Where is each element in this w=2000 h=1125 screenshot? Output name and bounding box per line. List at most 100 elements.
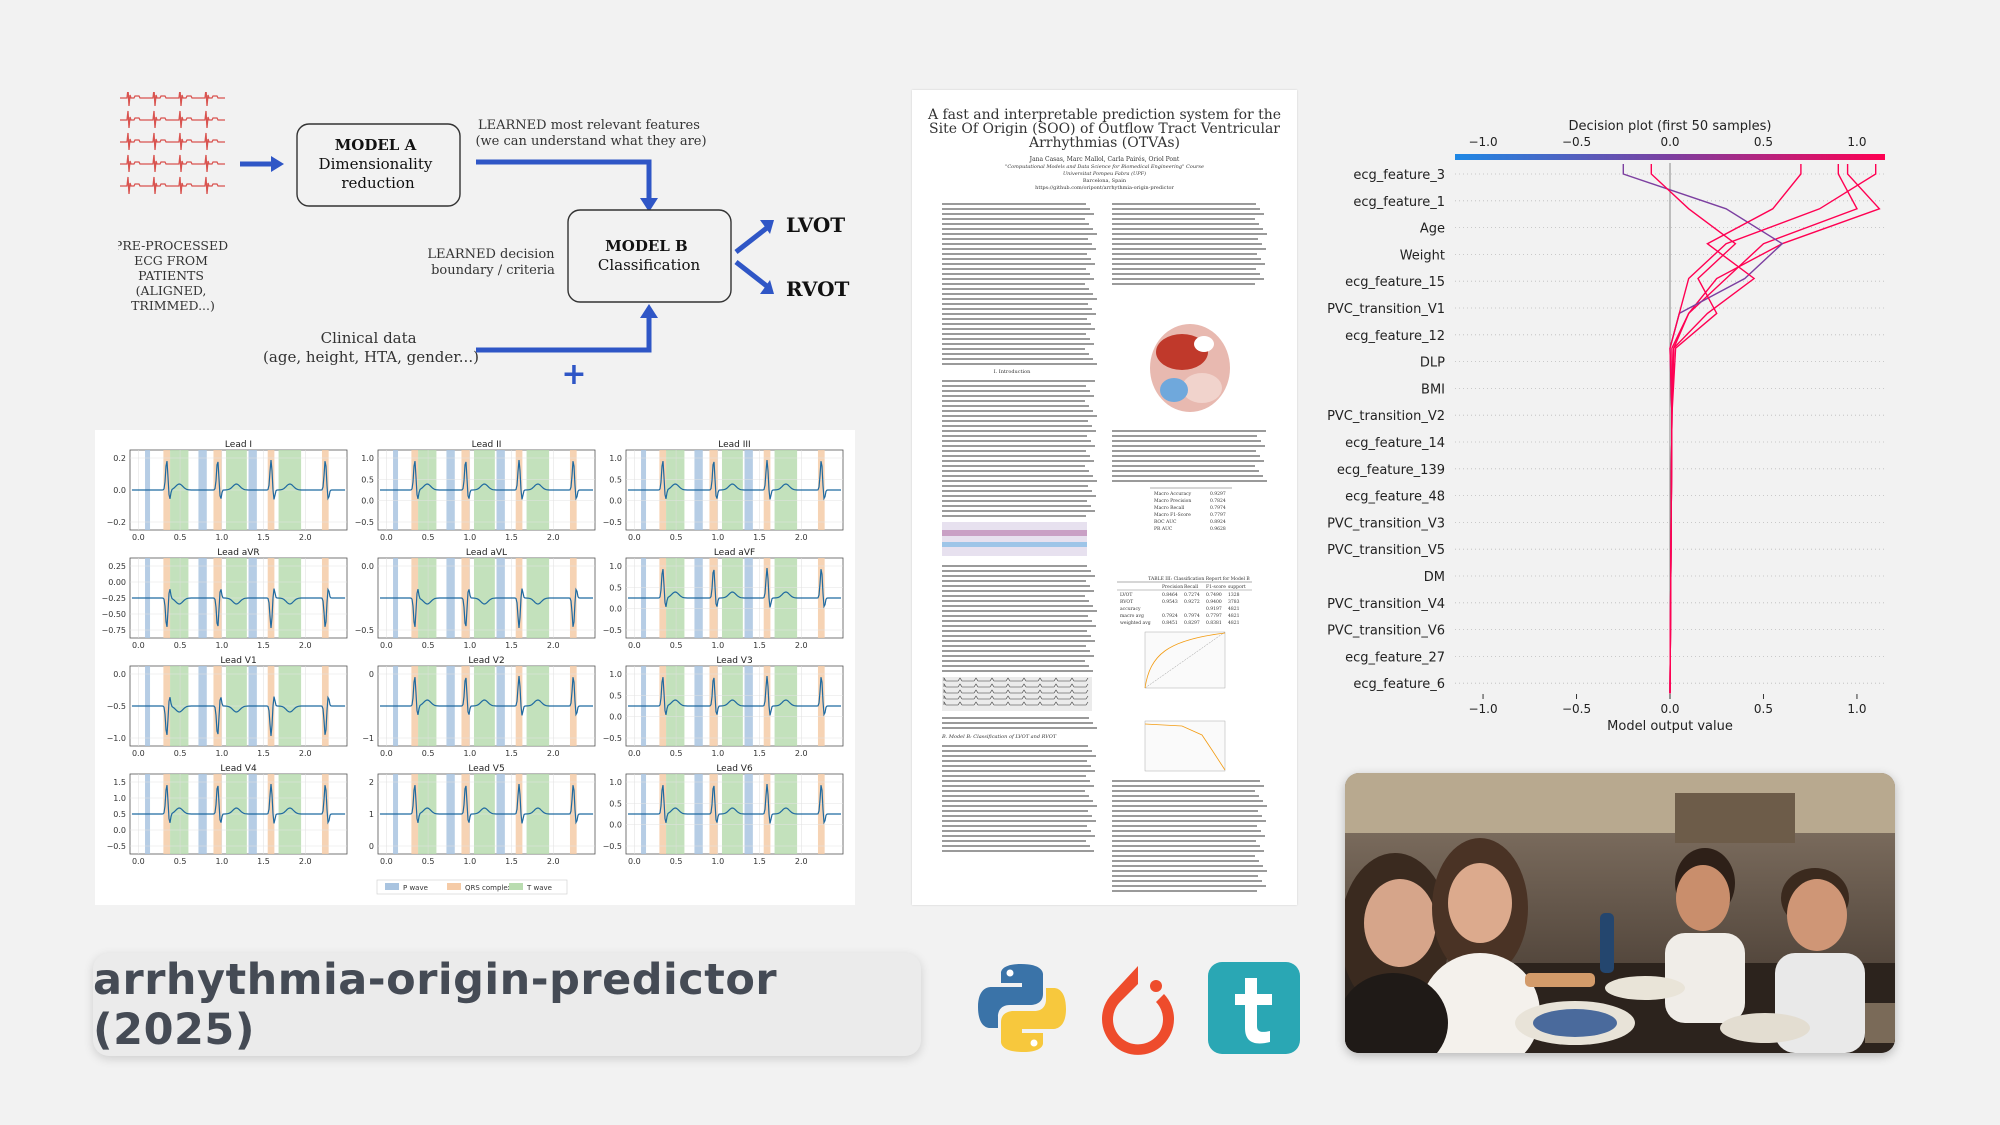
paper-course: "Computational Models and Data Science f… (1005, 164, 1204, 170)
shap-feature-label: ecg_feature_15 (1345, 275, 1445, 290)
ecg-ytick-label: 0.0 (361, 497, 374, 506)
paper-preview: A fast and interpretable prediction syst… (912, 90, 1297, 905)
paper-url: https://github.com/oripont/arrhythmia-or… (1035, 185, 1174, 191)
classification-table-cell: accuracy (1120, 607, 1141, 612)
ecg-ytick-label: 1.0 (113, 794, 126, 803)
svg-text:LVOT RVOT: LVOT RVOT (786, 213, 852, 301)
paper-city: Barcelona, Spain (1082, 178, 1127, 184)
ecg-xtick-label: 0.5 (174, 641, 187, 650)
ecg-xtick-label: 1.0 (215, 641, 228, 650)
shap-bottom-tick-label: −0.5 (1562, 702, 1591, 716)
shap-feature-label: PVC_transition_V2 (1327, 409, 1445, 424)
shap-feature-label: ecg_feature_6 (1353, 677, 1445, 692)
ecg-xtick-label: 2.0 (547, 857, 560, 866)
ecg-ytick-label: −1.0 (107, 734, 126, 743)
ecg-lead-title: Lead aVF (714, 548, 755, 558)
paper-intro-heading: I. Introduction (994, 369, 1032, 375)
classification-table-cell: RVOT (1120, 599, 1133, 605)
ecg-signal-line (380, 784, 593, 825)
ecg-legend: P wave QRS complex T wave (376, 879, 568, 895)
pipeline-diagram-svg: PRE-PROCESSED ECG FROM PATIENTS (ALIGNED… (114, 88, 852, 392)
ecg-xtick-label: 0.0 (628, 857, 641, 866)
classification-table-cell: LVOT (1120, 592, 1132, 598)
pipeline-diagram: PRE-PROCESSED ECG FROM PATIENTS (ALIGNED… (114, 88, 863, 397)
pca-heatmap-figure (942, 522, 1087, 556)
ecg-ytick-label: 0.0 (609, 497, 622, 506)
ecg-xtick-label: 0.0 (628, 641, 641, 650)
ecg-strip-figure (942, 677, 1092, 711)
ecg-ytick-label: 0.0 (113, 826, 126, 835)
ecg-trace-line (120, 176, 225, 195)
classification-table-cell: 4821 (1228, 613, 1240, 619)
paper-authors: Jana Casas, Marc Mallol, Carla Pairés, O… (1029, 156, 1180, 163)
paper-university: Universitat Pompeu Fabra (UPF) (1062, 171, 1147, 177)
ecg-ytick-label: 0.5 (113, 810, 126, 819)
classification-table-cell: 0.7490 (1206, 592, 1222, 598)
shap-decision-line (1669, 164, 1858, 694)
ecg-xtick-label: 0.0 (380, 533, 393, 542)
ecg-xtick-label: 1.5 (257, 749, 270, 758)
classification-table-cell: 1328 (1228, 592, 1240, 598)
metrics-value: 0.7974 (1210, 505, 1226, 511)
ecg-signal-line (628, 568, 841, 609)
ecg-ytick-label: 0.0 (113, 486, 126, 495)
python-logo-icon (978, 964, 1066, 1052)
ecg-xtick-label: 0.5 (670, 533, 683, 542)
ecg-ytick-label: −0.5 (107, 702, 126, 711)
ecg-ytick-label: 1.0 (609, 454, 622, 463)
ecg-lead-title: Lead V5 (468, 764, 504, 774)
classification-table-cell: 0.9272 (1184, 599, 1200, 605)
ecg-xtick-label: 1.5 (753, 857, 766, 866)
project-title: arrhythmia-origin-predictor (2025) (93, 954, 778, 1055)
ecg-xtick-label: 0.5 (422, 533, 435, 542)
ecg-xtick-label: 2.0 (795, 641, 808, 650)
ecg-ytick-label: 0.5 (609, 475, 622, 484)
paper-title-line-1: A fast and interpretable prediction syst… (927, 107, 1282, 123)
ecg-ytick-label: −0.2 (107, 518, 126, 527)
ecg-signal-line (628, 676, 841, 717)
ecg-ytick-label: −0.5 (355, 626, 374, 635)
ecg-trace-line (120, 154, 225, 173)
shap-feature-label: ecg_feature_1 (1353, 195, 1445, 210)
ecg-lead-title: Lead V1 (220, 656, 256, 666)
metrics-value: 0.9297 (1210, 491, 1226, 497)
ecg-lead-title: Lead aVL (466, 548, 507, 558)
shap-bottom-tick-label: 0.5 (1754, 702, 1773, 716)
ecg-xtick-label: 2.0 (299, 641, 312, 650)
classification-table-cell: macro avg (1120, 614, 1144, 619)
ecg-signal-line (380, 460, 593, 501)
svg-text:MODEL B Classification: MODEL B Classification (598, 236, 701, 274)
ecg-signal-line (132, 460, 345, 501)
shap-feature-label: Weight (1400, 248, 1445, 263)
ecg-ytick-label: 0.0 (609, 821, 622, 830)
classification-table-cell: 0.7974 (1184, 613, 1200, 619)
ecg-ytick-label: 0.5 (609, 799, 622, 808)
ecg-xtick-label: 1.5 (257, 857, 270, 866)
ecg-ytick-label: −0.5 (603, 734, 622, 743)
arrow-clinical-to-model-b (476, 304, 658, 353)
shap-bottom-tick-label: 1.0 (1847, 702, 1866, 716)
ecg-legend-label: P wave (403, 884, 428, 892)
ecg-xtick-label: 0.0 (380, 641, 393, 650)
arrow-ecg-to-model-a (240, 156, 284, 172)
ecg-xtick-label: 0.0 (628, 749, 641, 758)
shap-top-tick-label: −0.5 (1562, 135, 1591, 149)
ecg-legend-label: T wave (526, 884, 552, 892)
classification-table-cell: 0.9400 (1206, 599, 1222, 605)
metrics-name: ROC AUC (1154, 519, 1177, 525)
clinical-line-1: Clinical data (321, 329, 417, 347)
metrics-name: Macro Recall (1154, 505, 1185, 511)
ecg-signal-line (132, 695, 345, 736)
team-photo-image (1345, 773, 1895, 1053)
ecg-ytick-label: −0.5 (603, 842, 622, 851)
ecg-ytick-label: −0.75 (101, 626, 126, 635)
classification-table-header: F1-score (1206, 584, 1226, 590)
ecg-ytick-label: −0.5 (355, 518, 374, 527)
ecg-ytick-label: 1.5 (113, 778, 126, 787)
ecg-legend-label: QRS complex (465, 884, 512, 892)
ecg-ytick-label: −1 (362, 734, 374, 743)
ecg-signal-line (628, 460, 841, 501)
